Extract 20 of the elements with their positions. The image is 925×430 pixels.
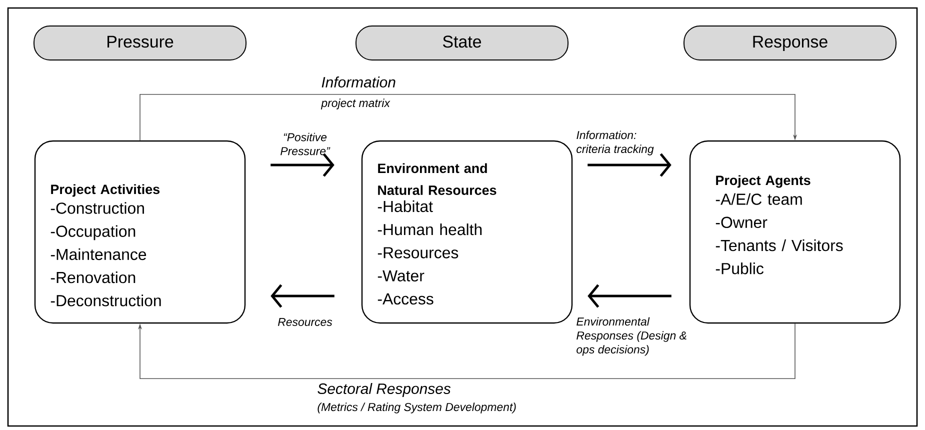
- edge-label: Sectoral Responses: [316, 382, 452, 398]
- edge-label: Environmental Responses (Design & ops decisions): [576, 317, 686, 356]
- edge-label: Information: criteria tracking: [576, 130, 654, 156]
- rounded-box: Project Activities -Construction -Occupation -Maintenance -Renovation -Deconstruction: [34, 140, 246, 324]
- arrow: [138, 323, 796, 379]
- rounded-box: Environment and Natural Resources -Habitat -Human health -Resources -Water -Access: [361, 140, 573, 324]
- stage-pill: Response: [684, 26, 896, 60]
- stage-pill: State: [356, 26, 568, 60]
- edge-label: “Positive Pressure”: [280, 132, 330, 156]
- rounded-box: Project Agents -A/E/C team -Owner -Tenants / Visitors -Public: [689, 140, 901, 324]
- arrow: [270, 284, 334, 308]
- arrow: [588, 284, 672, 308]
- arrow: [140, 94, 798, 141]
- stage-pill: Pressure: [34, 26, 246, 60]
- note-text: project matrix: [320, 98, 390, 110]
- arrow: [270, 153, 334, 177]
- arrow: [588, 153, 672, 177]
- edge-label: Resources: [278, 318, 332, 326]
- note-text: (Metrics / Rating System Development): [318, 402, 516, 414]
- edge-label: Information: [320, 76, 397, 88]
